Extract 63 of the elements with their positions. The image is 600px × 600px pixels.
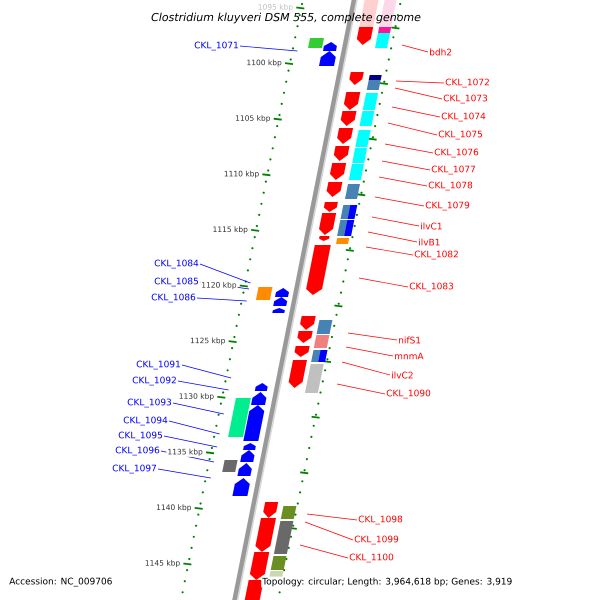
- leader-line: [240, 46, 298, 52]
- gene-label: CKL_1090: [386, 390, 430, 398]
- gene-label: CKL_1093: [128, 398, 172, 408]
- leader-line: [300, 544, 348, 558]
- gene-label: CKL_1074: [442, 112, 486, 122]
- gene-label: CKL_1086: [152, 294, 196, 302]
- leader-line: [372, 216, 420, 226]
- gene-label: CKL_1075: [438, 130, 482, 140]
- leader-line: [348, 332, 398, 340]
- leader-line: [178, 380, 229, 390]
- gene-label: CKL_1083: [410, 282, 454, 292]
- leader-line: [382, 160, 430, 170]
- gene-label: CKL_1071: [194, 42, 238, 50]
- leader-line: [304, 522, 354, 540]
- leader-line: [336, 384, 386, 394]
- accession-text: Accession: NC_009706: [9, 578, 112, 586]
- gene-label: CKL_1084: [154, 260, 198, 268]
- gene-label: CKL_1082: [414, 250, 458, 260]
- gene-label: CKL_1076: [434, 148, 478, 158]
- gene-label: CKL_1097: [112, 464, 156, 474]
- gene-label: CKL_1077: [432, 166, 476, 174]
- gene-label: ilvC1: [421, 222, 442, 230]
- gene-label: CKL_1094: [124, 416, 168, 426]
- gene-label: bdh2: [430, 48, 452, 56]
- gene-label: CKL_1091: [136, 360, 180, 370]
- gene-label: CKL_1085: [154, 278, 198, 286]
- gene-label: CKL_1073: [444, 94, 488, 104]
- gene-label: CKL_1100: [350, 554, 394, 562]
- leader-line: [342, 362, 390, 376]
- leader-line: [358, 278, 408, 288]
- leader-line: [388, 122, 438, 136]
- leader-line: [368, 232, 418, 242]
- gene-label: CKL_1099: [354, 536, 398, 544]
- leader-line: [172, 402, 224, 414]
- gene-label: CKL_1078: [428, 182, 472, 190]
- leader-line: [200, 264, 251, 284]
- leader-line: [366, 246, 414, 256]
- leader-line: [306, 514, 358, 520]
- gene-label: CKL_1072: [446, 78, 489, 88]
- gene-label: CKL_1092: [132, 376, 176, 386]
- gene-label: CKL_1098: [358, 516, 402, 524]
- leader-line: [196, 298, 248, 302]
- summary-text: Topology: circular; Length: 3,964,618 bp; Genes: 3,919: [261, 576, 514, 588]
- gene-label: CKL_1096: [116, 446, 160, 456]
- gene-label: CKL_1095: [118, 432, 162, 440]
- leader-line: [374, 196, 424, 206]
- leader-line: [402, 44, 428, 52]
- gene-label: CKL_1079: [426, 202, 470, 210]
- leader-line: [378, 176, 428, 186]
- leader-line: [164, 436, 218, 448]
- gene-label: ilvC2: [392, 372, 413, 378]
- leader-line: [396, 80, 444, 84]
- gene-label: nifS1: [399, 336, 420, 344]
- leader-line: [392, 106, 440, 118]
- title: Clostridium kluyveri DSM 555, complete genome: [152, 12, 420, 24]
- leader-line: [394, 88, 442, 100]
- leader-line: [384, 144, 434, 154]
- gene-label: ilvB1: [419, 238, 440, 246]
- leader-line: [346, 346, 394, 356]
- leader-line: [158, 468, 212, 478]
- gene-label: mnmA: [395, 352, 424, 360]
- leader-line: [168, 420, 220, 434]
- leader-line: [182, 364, 232, 378]
